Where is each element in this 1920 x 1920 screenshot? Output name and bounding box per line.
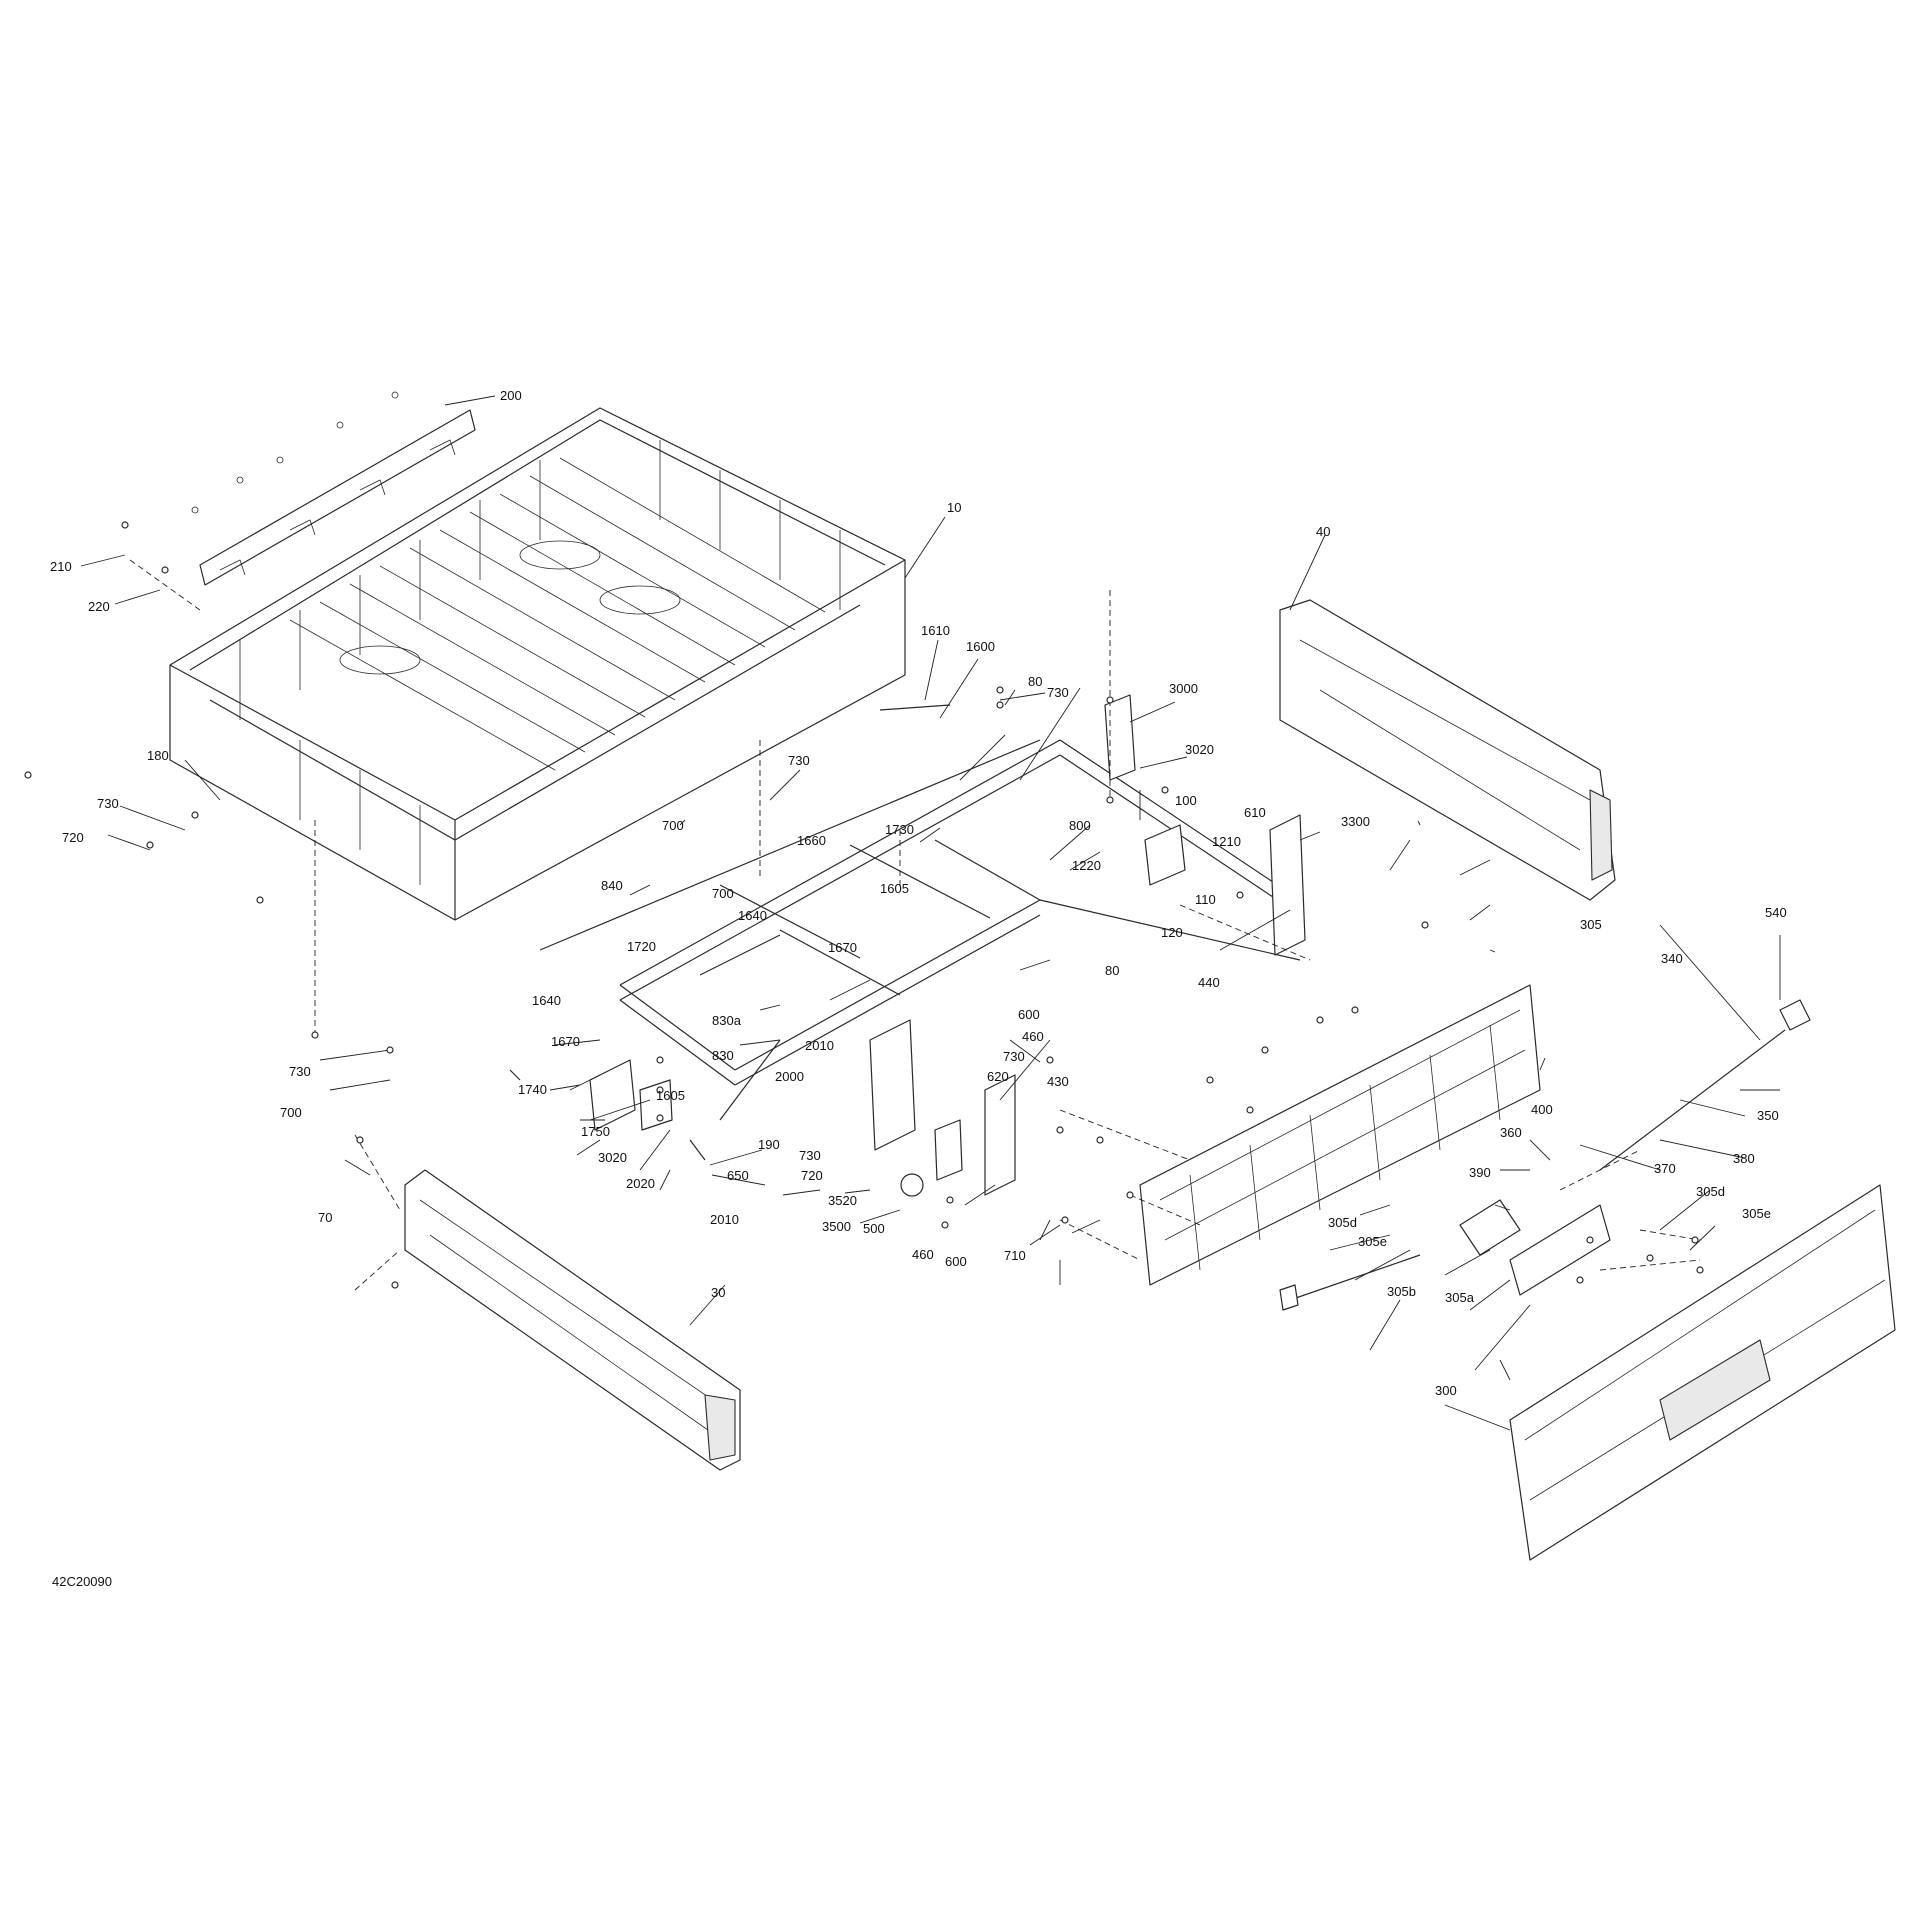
callout-2020: 2020	[626, 1176, 655, 1191]
side-panel-40-drawing	[1279, 599, 1616, 901]
callout-1605: 1605	[880, 881, 909, 896]
callout-380: 380	[1733, 1151, 1755, 1166]
tailgate-inner-305-drawing	[1139, 984, 1541, 1286]
callout-3520: 3520	[828, 1193, 857, 1208]
callout-305d: 305d	[1696, 1184, 1725, 1199]
hardware-dots	[24, 521, 1704, 1289]
brackets-drawing	[589, 694, 1186, 1197]
callout-3020: 3020	[598, 1150, 627, 1165]
callout-305a: 305a	[1445, 1290, 1475, 1305]
callout-180: 180	[147, 748, 169, 763]
callout-730: 730	[1047, 685, 1069, 700]
callout-2010: 2010	[710, 1212, 739, 1227]
callout-720: 720	[801, 1168, 823, 1183]
frame-800-drawing	[619, 739, 1306, 1196]
callout-730: 730	[799, 1148, 821, 1163]
callout-3300: 3300	[1341, 814, 1370, 829]
callout-40: 40	[1316, 524, 1330, 539]
side-panel-30-drawing	[404, 1169, 741, 1471]
callout-190: 190	[758, 1137, 780, 1152]
callout-1220: 1220	[1072, 858, 1101, 873]
callout-710: 710	[1004, 1248, 1026, 1263]
callout-30: 30	[711, 1285, 725, 1300]
callout-840: 840	[601, 878, 623, 893]
callout-730: 730	[97, 796, 119, 811]
diagram-code: 42C20090	[52, 1574, 112, 1589]
callout-10: 10	[947, 500, 961, 515]
callout-3500: 3500	[822, 1219, 851, 1234]
callout-430: 430	[1047, 1074, 1069, 1089]
callout-540: 540	[1765, 905, 1787, 920]
callout-730: 730	[1003, 1049, 1025, 1064]
callout-305e: 305e	[1358, 1234, 1387, 1249]
rail-200-drawing	[191, 391, 476, 586]
callout-1740: 1740	[518, 1082, 547, 1097]
callout-1640: 1640	[532, 993, 561, 1008]
callout-1670: 1670	[551, 1034, 580, 1049]
callout-350: 350	[1757, 1108, 1779, 1123]
callout-830: 830	[712, 1048, 734, 1063]
callout-100: 100	[1175, 793, 1197, 808]
callout-305: 305	[1580, 917, 1602, 932]
callout-1640: 1640	[738, 908, 767, 923]
leader-lines	[80, 395, 1781, 1431]
callout-200: 200	[500, 388, 522, 403]
callout-340: 340	[1661, 951, 1683, 966]
callout-1750: 1750	[581, 1124, 610, 1139]
callout-730: 730	[788, 753, 810, 768]
callout-1600: 1600	[966, 639, 995, 654]
callout-440: 440	[1198, 975, 1220, 990]
callout-730: 730	[289, 1064, 311, 1079]
callout-1660: 1660	[797, 833, 826, 848]
callout-610: 610	[1244, 805, 1266, 820]
callout-700: 700	[662, 818, 684, 833]
callout-80: 80	[1028, 674, 1042, 689]
callout-3000: 3000	[1169, 681, 1198, 696]
callout-110: 110	[1195, 892, 1216, 907]
callout-120: 120	[1161, 925, 1183, 940]
callout-1610: 1610	[921, 623, 950, 638]
callout-460: 460	[1022, 1029, 1044, 1044]
callout-300: 300	[1435, 1383, 1457, 1398]
callout-1605: 1605	[656, 1088, 685, 1103]
callout-700: 700	[280, 1105, 302, 1120]
callout-600: 600	[945, 1254, 967, 1269]
callout-70: 70	[318, 1210, 332, 1225]
tailgate-outer-300-drawing	[1509, 1184, 1896, 1561]
callout-400: 400	[1531, 1102, 1553, 1117]
callout-700: 700	[712, 886, 734, 901]
callout-305d: 305d	[1328, 1215, 1357, 1230]
callout-460: 460	[912, 1247, 934, 1262]
callout-1670: 1670	[828, 940, 857, 955]
callout-370: 370	[1654, 1161, 1676, 1176]
callout-620: 620	[987, 1069, 1009, 1084]
rods-drawing	[509, 704, 1041, 1161]
callout-2000: 2000	[775, 1069, 804, 1084]
callout-1210: 1210	[1212, 834, 1241, 849]
callout-labels: 200 10 210 220 180 730 720 1610 1600 80 …	[50, 388, 1787, 1398]
callout-210: 210	[50, 559, 72, 574]
assembly-lines	[129, 559, 1701, 1291]
callout-830a: 830a	[712, 1013, 742, 1028]
latch-parts-drawing	[1279, 999, 1811, 1311]
cargo-box-drawing	[169, 407, 906, 921]
callout-360: 360	[1500, 1125, 1522, 1140]
callout-720: 720	[62, 830, 84, 845]
callout-305b: 305b	[1387, 1284, 1416, 1299]
callout-80: 80	[1105, 963, 1119, 978]
callout-3020: 3020	[1185, 742, 1214, 757]
callout-650: 650	[727, 1168, 749, 1183]
callout-220: 220	[88, 599, 110, 614]
callout-1730: 1730	[885, 822, 914, 837]
callout-390: 390	[1469, 1165, 1491, 1180]
callout-2010: 2010	[805, 1038, 834, 1053]
callout-800: 800	[1069, 818, 1091, 833]
callout-600: 600	[1018, 1007, 1040, 1022]
callout-500: 500	[863, 1221, 885, 1236]
callout-305e: 305e	[1742, 1206, 1771, 1221]
callout-1720: 1720	[627, 939, 656, 954]
